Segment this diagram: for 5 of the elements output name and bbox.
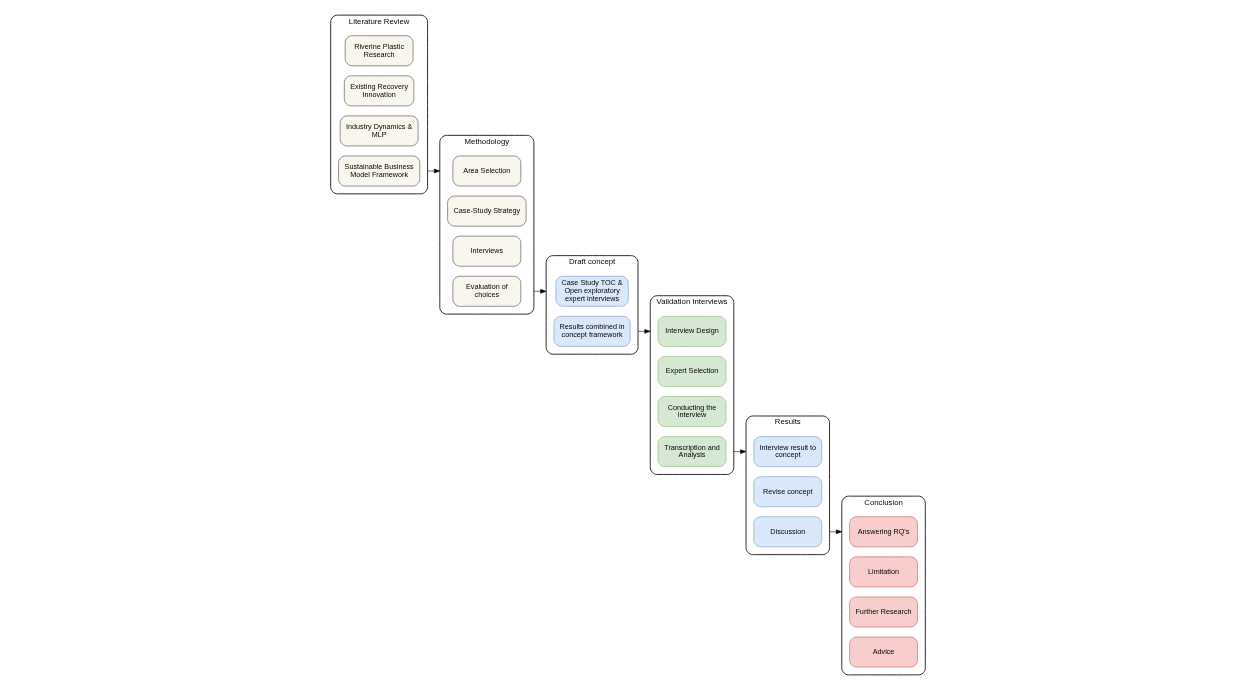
- arrow: [637, 329, 651, 334]
- arrow: [533, 289, 546, 294]
- arrow: [426, 168, 440, 174]
- arrow: [828, 529, 842, 535]
- arrow: [733, 449, 746, 454]
